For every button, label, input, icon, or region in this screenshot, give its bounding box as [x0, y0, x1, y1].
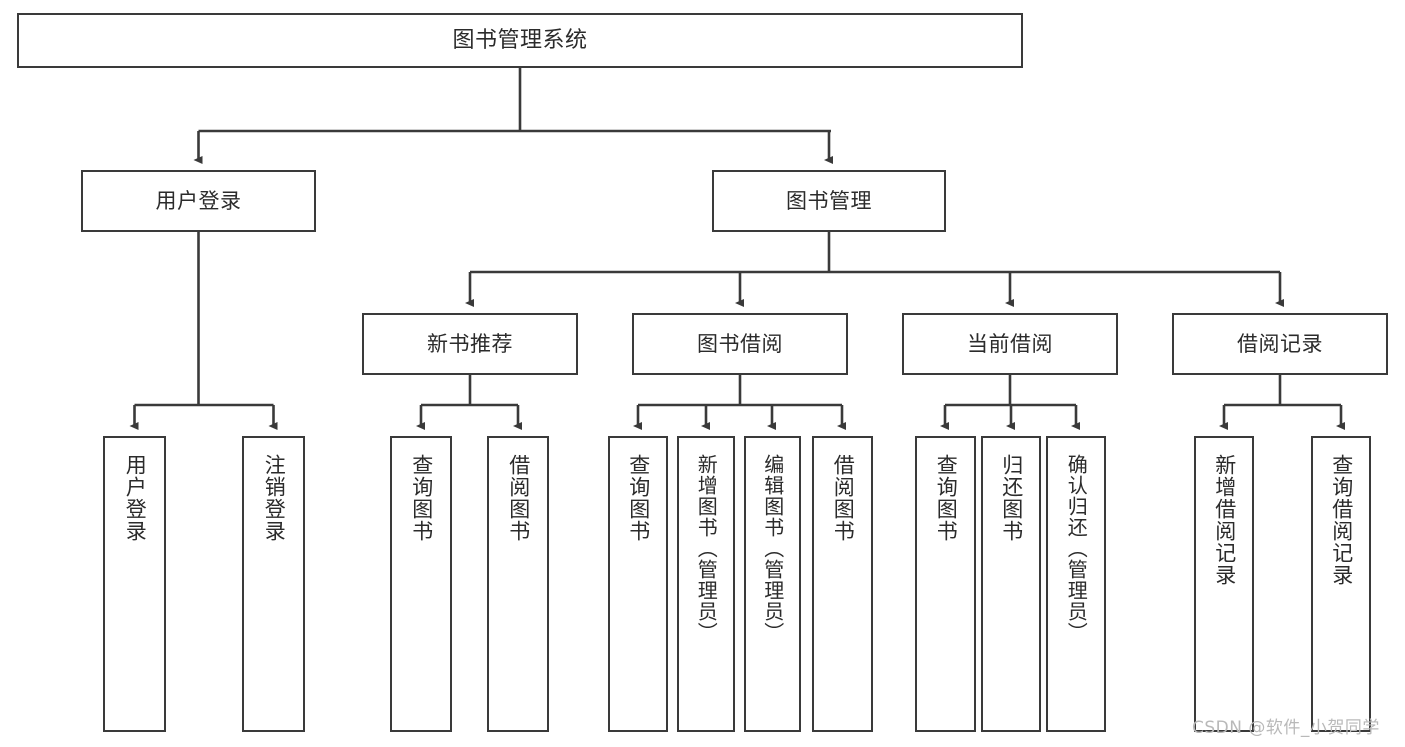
- leaf-query-book-current[interactable]: 查询图书: [915, 436, 976, 732]
- node-book-management[interactable]: 图书管理: [712, 170, 946, 232]
- leaf-confirm-return-admin[interactable]: 确认归还（管理员）: [1046, 436, 1106, 732]
- node-label: 查询借阅记录: [1329, 454, 1354, 586]
- leaf-edit-book-admin[interactable]: 编辑图书（管理员）: [744, 436, 801, 732]
- node-label: 用户登录: [123, 454, 148, 542]
- node-current-borrow[interactable]: 当前借阅: [902, 313, 1118, 375]
- node-label: 注销登录: [262, 454, 287, 542]
- node-label: 借阅图书: [506, 454, 531, 542]
- node-label: 查询图书: [626, 454, 651, 542]
- node-new-book-recommend[interactable]: 新书推荐: [362, 313, 578, 375]
- node-label: 查询图书: [409, 454, 434, 542]
- node-label: 用户登录: [155, 188, 242, 213]
- leaf-query-book-borrow[interactable]: 查询图书: [608, 436, 668, 732]
- node-label: 新增借阅记录: [1212, 454, 1237, 586]
- node-borrow-record[interactable]: 借阅记录: [1172, 313, 1388, 375]
- node-label: 借阅图书: [831, 454, 856, 542]
- node-label: 确认归还（管理员）: [1064, 454, 1089, 643]
- leaf-query-borrow-record[interactable]: 查询借阅记录: [1311, 436, 1371, 732]
- node-label: 编辑图书（管理员）: [760, 454, 785, 643]
- leaf-user-login[interactable]: 用户登录: [103, 436, 166, 732]
- node-label: 当前借阅: [967, 331, 1053, 356]
- leaf-borrow-book-recommend[interactable]: 借阅图书: [487, 436, 549, 732]
- leaf-add-book-admin[interactable]: 新增图书（管理员）: [677, 436, 735, 732]
- node-label: 新增图书（管理员）: [694, 454, 719, 643]
- node-label: 归还图书: [999, 454, 1024, 542]
- node-user-login[interactable]: 用户登录: [81, 170, 316, 232]
- node-label: 图书借阅: [697, 331, 783, 356]
- node-book-borrow[interactable]: 图书借阅: [632, 313, 848, 375]
- node-label: 新书推荐: [427, 331, 513, 356]
- node-label: 查询图书: [934, 454, 959, 542]
- node-root-system[interactable]: 图书管理系统: [17, 13, 1023, 68]
- leaf-borrow-book[interactable]: 借阅图书: [812, 436, 873, 732]
- leaf-add-borrow-record[interactable]: 新增借阅记录: [1194, 436, 1254, 732]
- leaf-query-book-recommend[interactable]: 查询图书: [390, 436, 452, 732]
- node-label: 图书管理: [786, 188, 872, 213]
- node-label: 图书管理系统: [452, 27, 588, 53]
- leaf-logout[interactable]: 注销登录: [242, 436, 305, 732]
- leaf-return-book[interactable]: 归还图书: [981, 436, 1041, 732]
- csdn-watermark: CSDN @软件_小贺同学: [1192, 718, 1380, 738]
- node-label: 借阅记录: [1237, 331, 1323, 356]
